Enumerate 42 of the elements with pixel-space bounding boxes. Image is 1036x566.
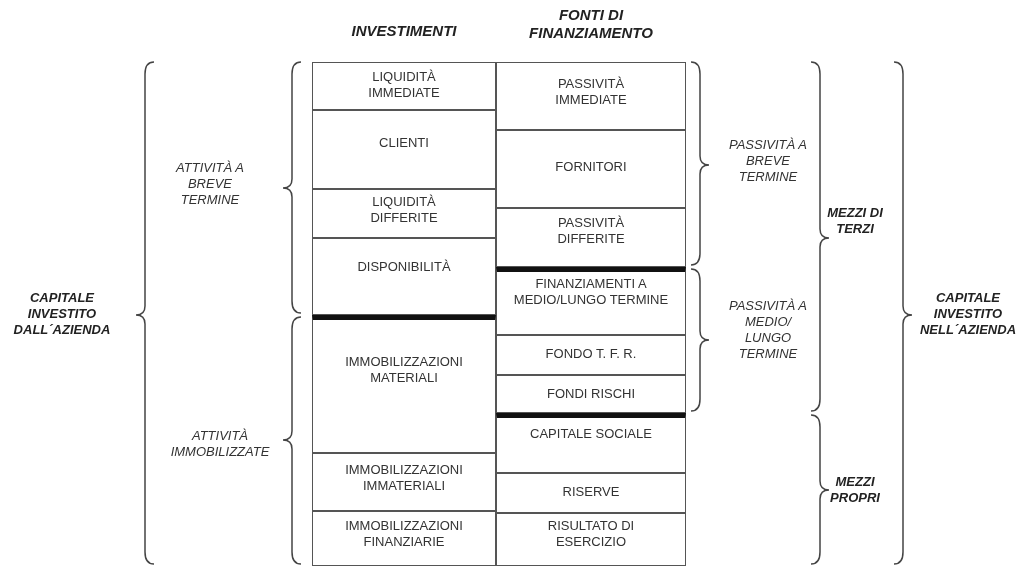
table-cell xyxy=(496,513,686,566)
cell-text: CAPITALE SOCIALE xyxy=(529,426,653,442)
bracket-label: MEZZI DI TERZI xyxy=(826,205,884,237)
table-cell xyxy=(496,62,686,130)
table-cell xyxy=(312,238,496,315)
table-cell xyxy=(496,375,686,413)
table-cell xyxy=(496,208,686,267)
cell-text: FONDO T. F. R. xyxy=(544,346,638,362)
bracket-label: PASSIVITÀ A MEDIO/ LUNGO TERMINE xyxy=(728,298,808,362)
column-heading: FONTI DI FINANZIAMENTO xyxy=(528,6,654,42)
cell-text: FINANZIAMENTI A MEDIO/LUNGO TERMINE xyxy=(512,276,670,308)
column-heading: INVESTIMENTI xyxy=(350,22,458,40)
table-cell xyxy=(312,110,496,189)
cell-text: IMMOBILIZZAZIONI IMMATERIALI xyxy=(344,462,464,494)
table-cell xyxy=(496,473,686,513)
table-cell xyxy=(312,62,496,110)
cell-text: RISULTATO DI ESERCIZIO xyxy=(546,518,636,550)
cell-text: IMMOBILIZZAZIONI MATERIALI xyxy=(344,354,464,386)
cell-text: PASSIVITÀ IMMEDIATE xyxy=(554,76,628,108)
bracket-label: ATTIVITÀ A BREVE TERMINE xyxy=(174,160,245,208)
table-cell xyxy=(496,130,686,208)
cell-text: LIQUIDITÀ IMMEDIATE xyxy=(367,69,441,101)
cell-text: CLIENTI xyxy=(378,135,430,151)
bracket-label: MEZZI PROPRI xyxy=(829,474,881,506)
table-cell xyxy=(312,453,496,511)
table-cell xyxy=(496,335,686,375)
cell-text: DISPONIBILITÀ xyxy=(356,259,452,275)
table-cell xyxy=(312,315,496,453)
bracket-label: CAPITALE INVESTITO DALL´AZIENDA xyxy=(12,290,112,338)
table-cell xyxy=(312,189,496,238)
bracket-label: PASSIVITÀ A BREVE TERMINE xyxy=(728,137,808,185)
table-cell xyxy=(312,511,496,566)
cell-text: LIQUIDITÀ DIFFERITE xyxy=(369,194,439,226)
cell-text: PASSIVITÀ DIFFERITE xyxy=(556,215,626,247)
bracket-label: CAPITALE INVESTITO NELL´AZIENDA xyxy=(919,290,1017,338)
cell-text: FORNITORI xyxy=(554,159,628,175)
table-cell xyxy=(496,413,686,473)
bracket-label: ATTIVITÀ IMMOBILIZZATE xyxy=(169,428,271,460)
cell-text: FONDI RISCHI xyxy=(545,386,637,402)
table-cell xyxy=(496,267,686,335)
cell-text: IMMOBILIZZAZIONI FINANZIARIE xyxy=(344,518,464,550)
cell-text: RISERVE xyxy=(561,484,621,500)
